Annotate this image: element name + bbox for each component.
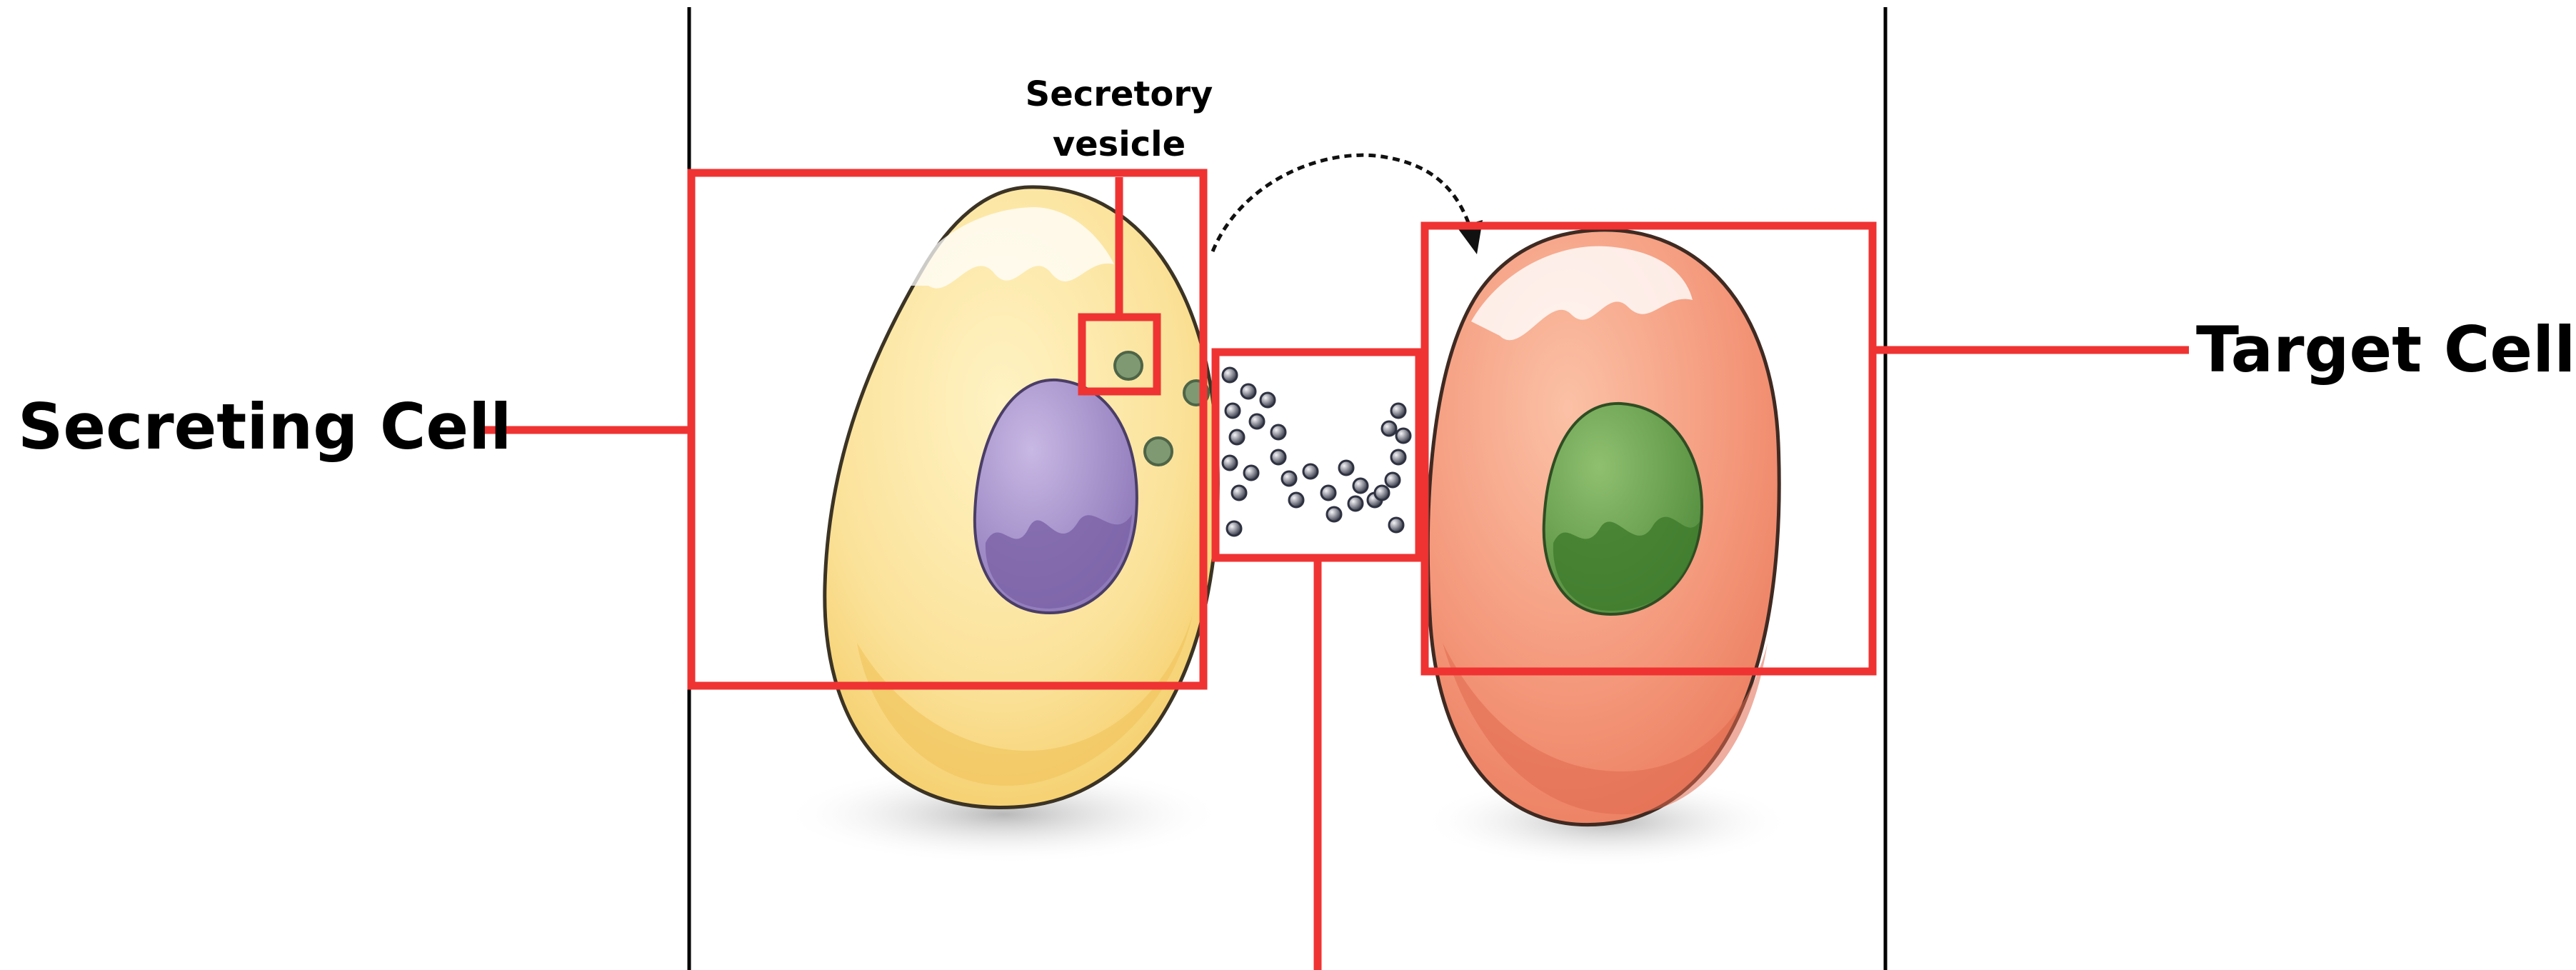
signal-molecule xyxy=(1303,464,1318,479)
target-cell xyxy=(1428,230,1779,825)
signal-molecule xyxy=(1382,421,1396,436)
signal-molecule xyxy=(1327,507,1341,521)
signal-molecule xyxy=(1391,404,1405,418)
signal-molecule xyxy=(1271,450,1286,464)
signal-molecule xyxy=(1385,473,1400,487)
signal-molecule xyxy=(1271,425,1286,439)
signal-molecule xyxy=(1230,430,1244,444)
secretory-vesicle-label-line1: Secretory xyxy=(1026,74,1213,114)
signal-molecule xyxy=(1389,518,1403,532)
curved-arrow xyxy=(1213,155,1483,254)
signal-molecule xyxy=(1321,486,1335,500)
signal-molecule xyxy=(1339,461,1353,475)
signal-molecule xyxy=(1232,486,1246,500)
signal-molecule xyxy=(1282,471,1296,486)
signal-molecule xyxy=(1250,414,1264,429)
signal-molecule xyxy=(1289,493,1303,507)
signal-molecule xyxy=(1375,486,1389,500)
secreting-cell-label: Secreting Cell xyxy=(18,390,511,464)
signal-molecule xyxy=(1396,429,1410,443)
signal-molecule xyxy=(1348,496,1363,511)
signal-molecule xyxy=(1223,456,1237,470)
signal-molecules xyxy=(1223,368,1410,536)
target-cell-label: Target Cell xyxy=(2196,313,2575,386)
signal-molecule xyxy=(1244,466,1258,480)
signal-molecule xyxy=(1223,368,1237,382)
secreting-cell xyxy=(825,187,1218,808)
vesicle xyxy=(1145,438,1172,465)
signal-molecule xyxy=(1226,404,1240,418)
signal-molecule xyxy=(1227,521,1241,536)
secretory-vesicle-label-line2: vesicle xyxy=(1053,124,1186,164)
signal-molecule xyxy=(1241,384,1256,399)
signal-molecule xyxy=(1353,479,1368,493)
signal-molecule xyxy=(1391,450,1405,464)
secretory-vesicle xyxy=(1115,352,1142,379)
signal-molecule xyxy=(1261,393,1275,407)
